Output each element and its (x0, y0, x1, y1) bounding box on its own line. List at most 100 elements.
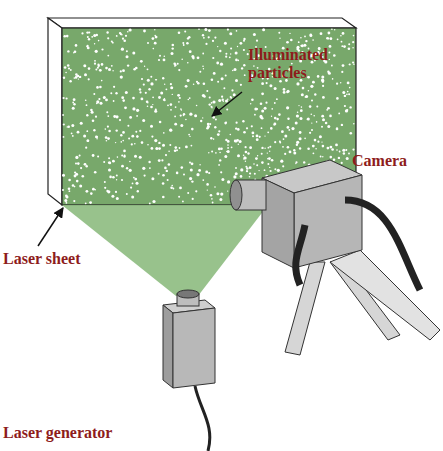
particle (129, 161, 131, 163)
particle (295, 122, 298, 125)
particle (218, 99, 221, 102)
particle (79, 185, 82, 188)
particle (176, 172, 179, 175)
particle (173, 63, 176, 66)
particle (327, 147, 330, 150)
particle (113, 86, 115, 88)
particle (290, 39, 293, 42)
particle (183, 113, 185, 115)
particle (253, 163, 255, 165)
particle (320, 32, 323, 35)
particle (97, 67, 99, 69)
particle (235, 127, 237, 129)
particle (92, 154, 95, 157)
particle (341, 124, 343, 126)
particle (195, 190, 197, 192)
particle (265, 102, 267, 104)
particle (120, 134, 122, 136)
particle (312, 145, 315, 148)
particle (199, 164, 200, 165)
particle (142, 167, 145, 170)
particle (165, 154, 167, 156)
particle (183, 44, 185, 46)
particle (299, 137, 302, 140)
particle (137, 190, 139, 192)
particle (139, 130, 141, 132)
particle (147, 144, 149, 146)
particle (169, 129, 171, 131)
particle (156, 79, 157, 80)
particle (166, 88, 168, 90)
particle (223, 101, 224, 102)
particle (349, 87, 351, 89)
particle (163, 99, 165, 101)
particle (66, 195, 69, 198)
particle (231, 89, 233, 91)
particle (208, 36, 210, 38)
particle (227, 140, 230, 143)
particle (279, 38, 280, 39)
particle (249, 176, 251, 178)
particle (108, 68, 111, 71)
particle (208, 172, 210, 174)
particle (322, 145, 325, 148)
particle (170, 83, 172, 85)
particle (185, 85, 188, 88)
particle (111, 40, 113, 42)
particle (287, 146, 290, 149)
particle (261, 127, 263, 129)
particle (202, 179, 204, 181)
particle (80, 167, 82, 169)
particle (257, 155, 258, 156)
particle (108, 157, 110, 159)
particle (313, 115, 315, 117)
particle (147, 79, 150, 82)
particle (109, 176, 112, 179)
particle (307, 147, 310, 150)
particle (63, 77, 65, 79)
particle (189, 177, 192, 180)
particle (262, 28, 265, 31)
particle (264, 135, 265, 136)
particle (181, 109, 182, 110)
particle (137, 135, 139, 137)
particle (284, 153, 286, 155)
particle (158, 159, 161, 162)
particle (95, 116, 97, 118)
particle (129, 28, 132, 31)
particle (104, 187, 106, 189)
particle (152, 200, 155, 203)
particle (154, 29, 155, 30)
particle (211, 106, 213, 108)
particle (322, 96, 325, 99)
particle (274, 117, 277, 120)
particle (128, 137, 130, 139)
particle (340, 35, 342, 37)
particle (267, 131, 269, 133)
particle (104, 181, 106, 183)
particle (243, 158, 245, 160)
particle (142, 119, 145, 122)
particle (189, 162, 191, 164)
particle (348, 47, 351, 50)
particle (154, 110, 157, 113)
particle (227, 147, 229, 149)
particle (329, 45, 332, 48)
particle (214, 126, 216, 128)
particle (78, 78, 79, 79)
particle (174, 150, 177, 153)
particle (66, 35, 69, 38)
particle (65, 72, 67, 74)
particle (132, 183, 134, 185)
particle (300, 109, 303, 112)
particle (162, 144, 165, 147)
particle (256, 138, 259, 141)
camera-front (262, 178, 294, 268)
particle (144, 66, 145, 67)
particle (167, 179, 169, 181)
particle (233, 175, 236, 178)
particle (95, 50, 98, 53)
particle (309, 132, 311, 134)
particle (191, 180, 193, 182)
particle (258, 170, 259, 171)
